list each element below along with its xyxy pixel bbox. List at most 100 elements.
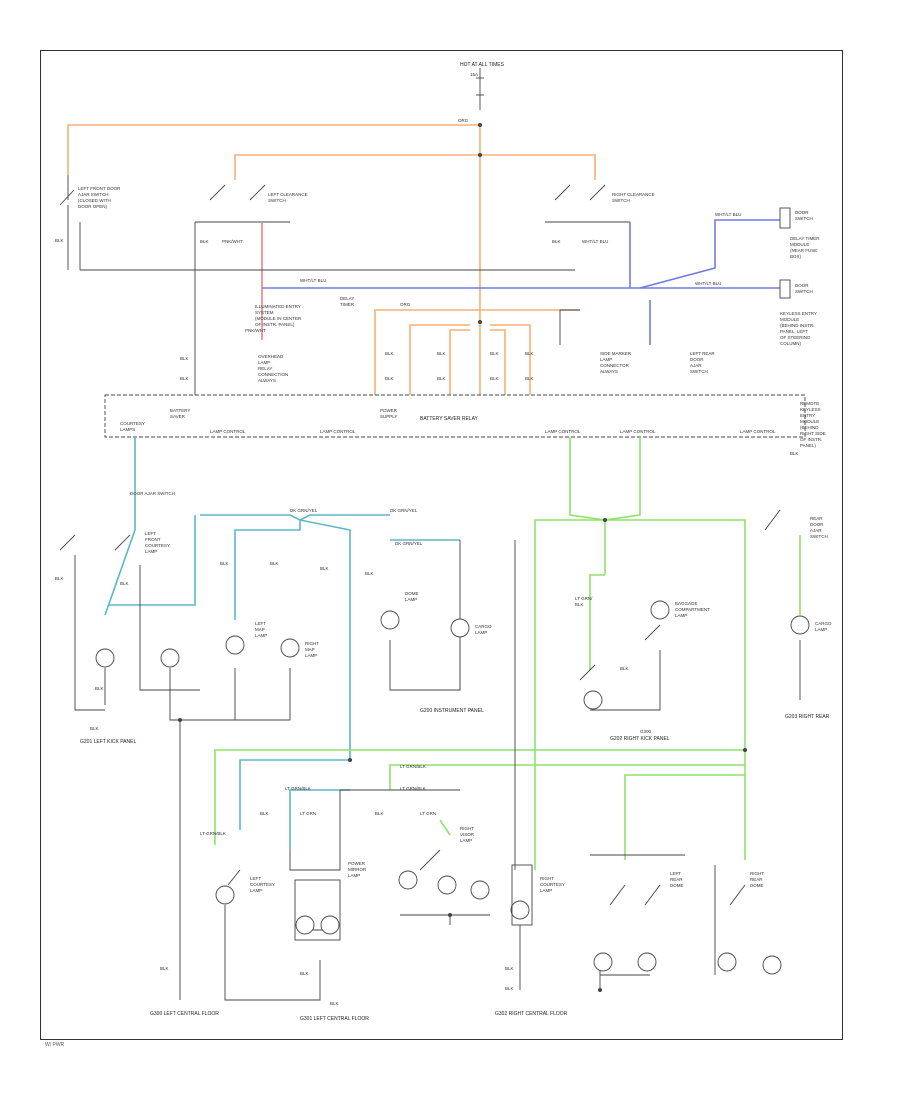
svg-text:CONNECTOR: CONNECTOR	[600, 363, 630, 368]
svg-text:LT GRN/: LT GRN/	[575, 596, 593, 601]
svg-text:LEFT: LEFT	[670, 871, 681, 876]
svg-text:BLK: BLK	[437, 351, 446, 356]
fuse-text: 15A	[470, 72, 478, 77]
svg-text:SWITCH: SWITCH	[810, 534, 828, 539]
svg-text:BLK: BLK	[55, 238, 64, 243]
svg-text:LT GRN/BLK: LT GRN/BLK	[285, 786, 311, 791]
svg-text:BLK: BLK	[490, 351, 499, 356]
svg-text:LAMP: LAMP	[475, 630, 487, 635]
svg-text:LT GRN/BLK: LT GRN/BLK	[400, 764, 426, 769]
door-switch-right: RIGHT CLEARANCE SWITCH BLK WHT/LT BLU	[545, 184, 655, 244]
lamp-5	[380, 610, 400, 630]
svg-text:LT GRN: LT GRN	[300, 811, 316, 816]
svg-text:RIGHT: RIGHT	[750, 871, 764, 876]
lamp-15	[470, 880, 490, 900]
svg-text:BLK: BLK	[575, 602, 584, 607]
svg-text:LT GRN/BLK: LT GRN/BLK	[400, 786, 426, 791]
lamp-8	[583, 690, 603, 710]
svg-text:BLK: BLK	[55, 576, 64, 581]
svg-text:BLK: BLK	[95, 686, 104, 691]
svg-text:BLK: BLK	[505, 986, 514, 991]
lamp-3	[225, 635, 245, 655]
svg-text:LAMP: LAMP	[258, 360, 270, 365]
svg-text:LEFT: LEFT	[255, 621, 266, 626]
svg-text:RIGHT SIDE: RIGHT SIDE	[800, 431, 826, 436]
svg-text:DOME: DOME	[750, 883, 764, 888]
lamp-7	[650, 600, 670, 620]
svg-text:LAMP CONTROL: LAMP CONTROL	[320, 429, 356, 434]
svg-text:ALWAYS: ALWAYS	[600, 369, 618, 374]
svg-text:BLK: BLK	[220, 561, 229, 566]
svg-text:BLK: BLK	[330, 1001, 339, 1006]
svg-text:LAMP: LAMP	[600, 357, 612, 362]
svg-text:BLK: BLK	[300, 971, 309, 976]
lamp-14	[437, 875, 457, 895]
svg-text:SIDE MARKER: SIDE MARKER	[600, 351, 632, 356]
svg-text:LAMP: LAMP	[405, 597, 417, 602]
svg-text:KEYLESS ENTRY: KEYLESS ENTRY	[780, 311, 817, 316]
svg-text:WHT/LT BLU: WHT/LT BLU	[715, 212, 741, 217]
svg-text:REAR: REAR	[810, 516, 823, 521]
svg-text:BLK: BLK	[437, 376, 446, 381]
svg-text:BLK: BLK	[320, 566, 329, 571]
svg-text:TIMER: TIMER	[340, 302, 355, 307]
svg-text:ALWAYS: ALWAYS	[258, 378, 276, 383]
svg-text:DK GRN/YEL: DK GRN/YEL	[290, 508, 318, 513]
svg-text:SWITCH: SWITCH	[690, 369, 708, 374]
headlamp-switch: LEFT CLEARANCE SWITCH BLK PNK/WHT	[195, 184, 308, 244]
svg-text:BLK: BLK	[160, 966, 169, 971]
svg-text:DK GRN/YEL: DK GRN/YEL	[395, 541, 423, 546]
lamps	[95, 600, 810, 975]
right-ground: G202 RIGHT KICK PANEL	[610, 736, 670, 742]
svg-text:LAMP: LAMP	[460, 838, 472, 843]
svg-text:LAMPS: LAMPS	[120, 427, 135, 432]
svg-text:COURTESY: COURTESY	[120, 421, 145, 426]
svg-text:COURTESY: COURTESY	[250, 882, 275, 887]
blue-wires	[262, 219, 780, 345]
svg-text:BAGGAGE: BAGGAGE	[675, 601, 698, 606]
svg-text:SAVER: SAVER	[170, 414, 186, 419]
svg-text:AJAR SWITCH: AJAR SWITCH	[78, 192, 109, 197]
svg-text:LAMP CONTROL: LAMP CONTROL	[740, 429, 776, 434]
svg-text:BOX): BOX)	[790, 254, 802, 259]
svg-text:SWITCH: SWITCH	[612, 198, 630, 203]
svg-text:BLK: BLK	[525, 376, 534, 381]
svg-text:LAMP CONTROL: LAMP CONTROL	[545, 429, 581, 434]
svg-text:COMPARTMENT: COMPARTMENT	[675, 607, 710, 612]
svg-text:(NEAR FUSE: (NEAR FUSE	[790, 248, 817, 253]
svg-text:BLK: BLK	[552, 239, 561, 244]
svg-text:LAMP: LAMP	[348, 873, 360, 878]
svg-text:LAMP: LAMP	[815, 627, 827, 632]
svg-text:(BEHIND INSTR.: (BEHIND INSTR.	[780, 323, 815, 328]
svg-text:AJAR: AJAR	[690, 363, 702, 368]
svg-text:DOOR: DOOR	[810, 522, 824, 527]
svg-text:SWITCH: SWITCH	[795, 289, 813, 294]
svg-text:LEFT REAR: LEFT REAR	[690, 351, 715, 356]
svg-text:FRONT: FRONT	[145, 537, 161, 542]
svg-text:WHT/LT BLU: WHT/LT BLU	[300, 278, 326, 283]
svg-text:CONNECTION: CONNECTION	[258, 372, 288, 377]
svg-text:ORG: ORG	[458, 118, 469, 123]
svg-text:BLK: BLK	[490, 376, 499, 381]
battery-saver-box	[104, 394, 806, 438]
svg-text:OVERHEAD: OVERHEAD	[258, 354, 284, 359]
svg-text:RIGHT: RIGHT	[305, 641, 319, 646]
right-modules: DOOR SWITCH DELAY TIMER MODULE (NEAR FUS…	[779, 207, 820, 346]
svg-text:WHT/LT BLU: WHT/LT BLU	[695, 281, 721, 286]
svg-text:DOOR AJAR SWITCH: DOOR AJAR SWITCH	[130, 491, 175, 496]
svg-text:OF STEERING: OF STEERING	[780, 335, 811, 340]
svg-text:(BEHIND: (BEHIND	[800, 425, 819, 430]
svg-text:DOOR OPEN): DOOR OPEN)	[78, 204, 108, 209]
lamp-12	[320, 915, 340, 935]
footnote: W/ PWR	[45, 1042, 65, 1048]
svg-text:COURTESY: COURTESY	[145, 543, 170, 548]
svg-text:BLK: BLK	[260, 811, 269, 816]
svg-text:BLK: BLK	[180, 356, 189, 361]
svg-text:BLK: BLK	[375, 811, 384, 816]
svg-text:DK GRN/YEL: DK GRN/YEL	[390, 508, 418, 513]
svg-text:BLK: BLK	[790, 451, 799, 456]
lamp-19	[717, 952, 737, 972]
svg-text:(MODULE IN CENTER: (MODULE IN CENTER	[255, 316, 302, 321]
lower-left-ground: G300 LEFT CENTRAL FLOOR	[150, 1011, 219, 1017]
svg-text:SUPPLY: SUPPLY	[380, 414, 397, 419]
